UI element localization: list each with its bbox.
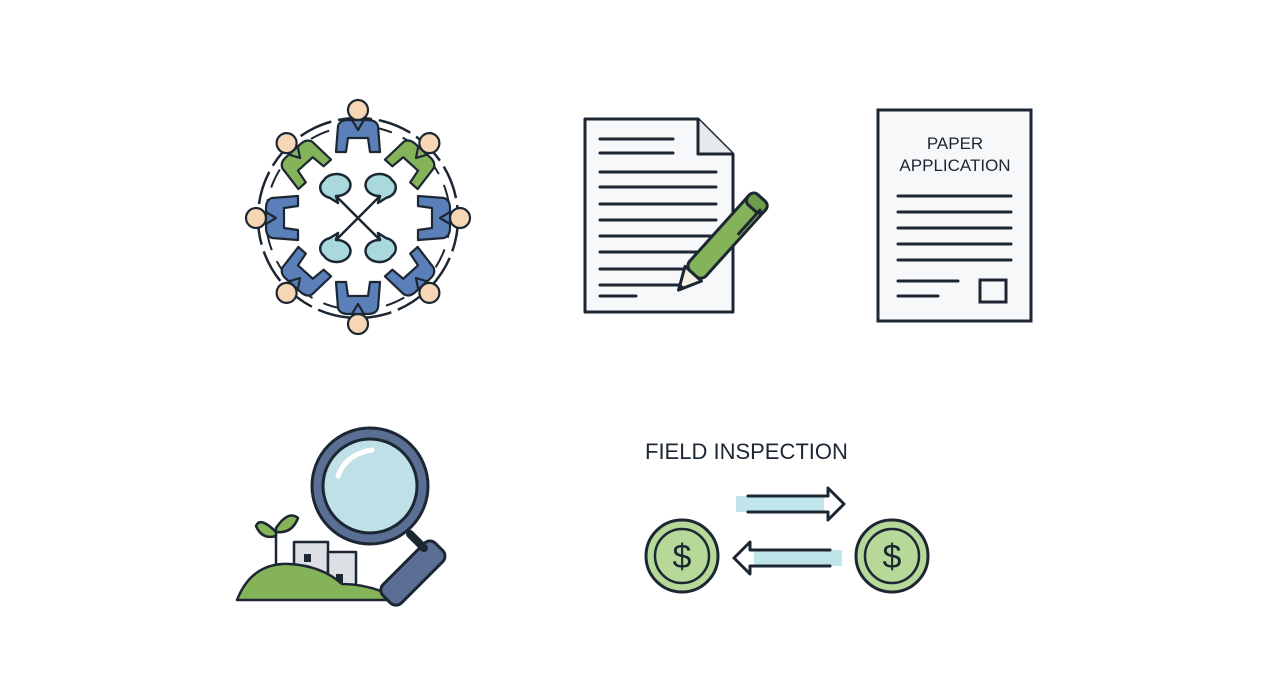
field-inspection-title: FIELD INSPECTION <box>645 439 848 464</box>
paper-application-form-icon <box>876 108 1033 323</box>
money-exchange-icon: $ $ <box>644 486 930 594</box>
land-inspection-magnifier-icon <box>235 426 447 607</box>
coin-left: $ <box>644 518 720 594</box>
coin-right-symbol: $ <box>883 538 902 576</box>
document-with-pen-icon <box>583 117 769 314</box>
community-meeting-icon <box>244 98 472 336</box>
paper-application-title: PAPER APPLICATION <box>880 133 1030 177</box>
paper-application-title-line2: APPLICATION <box>899 156 1011 175</box>
paper-application-title-line1: PAPER <box>926 134 984 153</box>
coin-right: $ <box>854 518 930 594</box>
coin-left-symbol: $ <box>673 538 692 576</box>
